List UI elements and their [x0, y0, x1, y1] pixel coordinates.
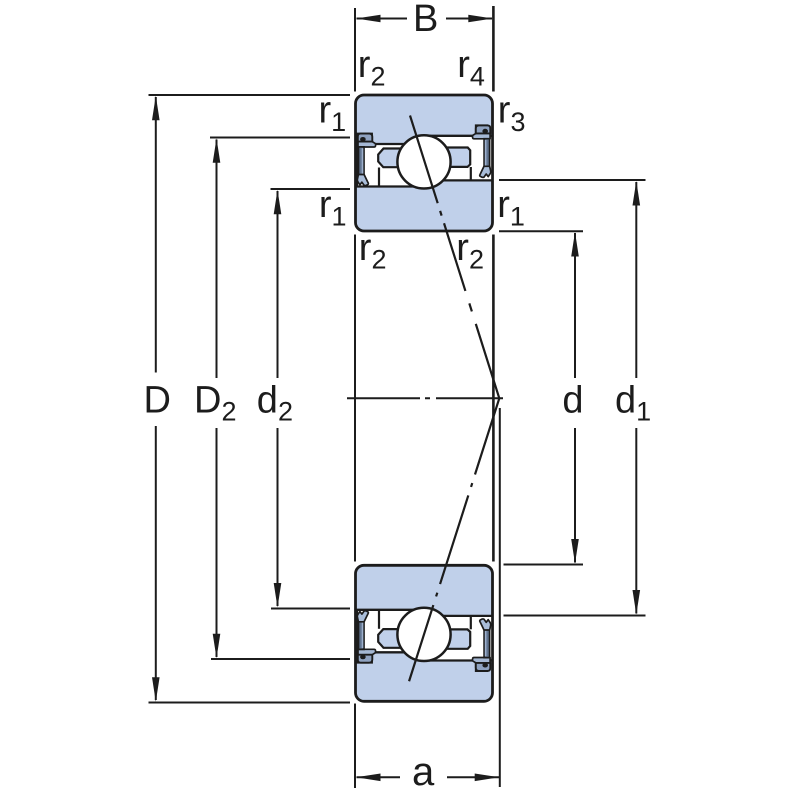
svg-text:D: D: [144, 380, 171, 422]
svg-text:a: a: [412, 750, 435, 794]
svg-text:d: d: [562, 380, 583, 422]
svg-text:r4: r4: [457, 44, 485, 91]
svg-text:B: B: [413, 0, 438, 40]
